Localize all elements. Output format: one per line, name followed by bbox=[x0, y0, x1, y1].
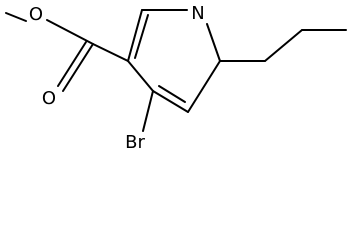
bond-ring-c6-c5 bbox=[187, 60, 221, 113]
bond-propyl-2 bbox=[264, 29, 303, 62]
carbonyl-oxygen-label: O bbox=[42, 88, 56, 109]
bond-ring-c4-c3 bbox=[127, 60, 154, 92]
bromine-label: Br bbox=[125, 132, 145, 153]
bond-ring-c3-c2 bbox=[127, 9, 143, 62]
bond-c4-bromine bbox=[142, 90, 154, 132]
bond-oxygen-carbonyl-carbon bbox=[46, 19, 94, 45]
bond-ring-c5-c4-inner bbox=[158, 85, 186, 103]
nitrogen-label: N bbox=[191, 3, 204, 24]
bond-ring-c3-c2-inner bbox=[134, 14, 149, 59]
bond-ring-n-c6 bbox=[206, 23, 221, 62]
bond-methyl-oxygen bbox=[5, 12, 27, 22]
bond-ring-c5-c4 bbox=[152, 90, 189, 113]
bond-carbonyl-double-a bbox=[62, 43, 94, 92]
ester-oxygen-label: O bbox=[29, 4, 43, 25]
bond-carbonyl-double-b bbox=[57, 41, 87, 87]
chemical-structure: N O O Br bbox=[5, 3, 347, 153]
bond-carbonyl-to-ring bbox=[92, 43, 129, 62]
